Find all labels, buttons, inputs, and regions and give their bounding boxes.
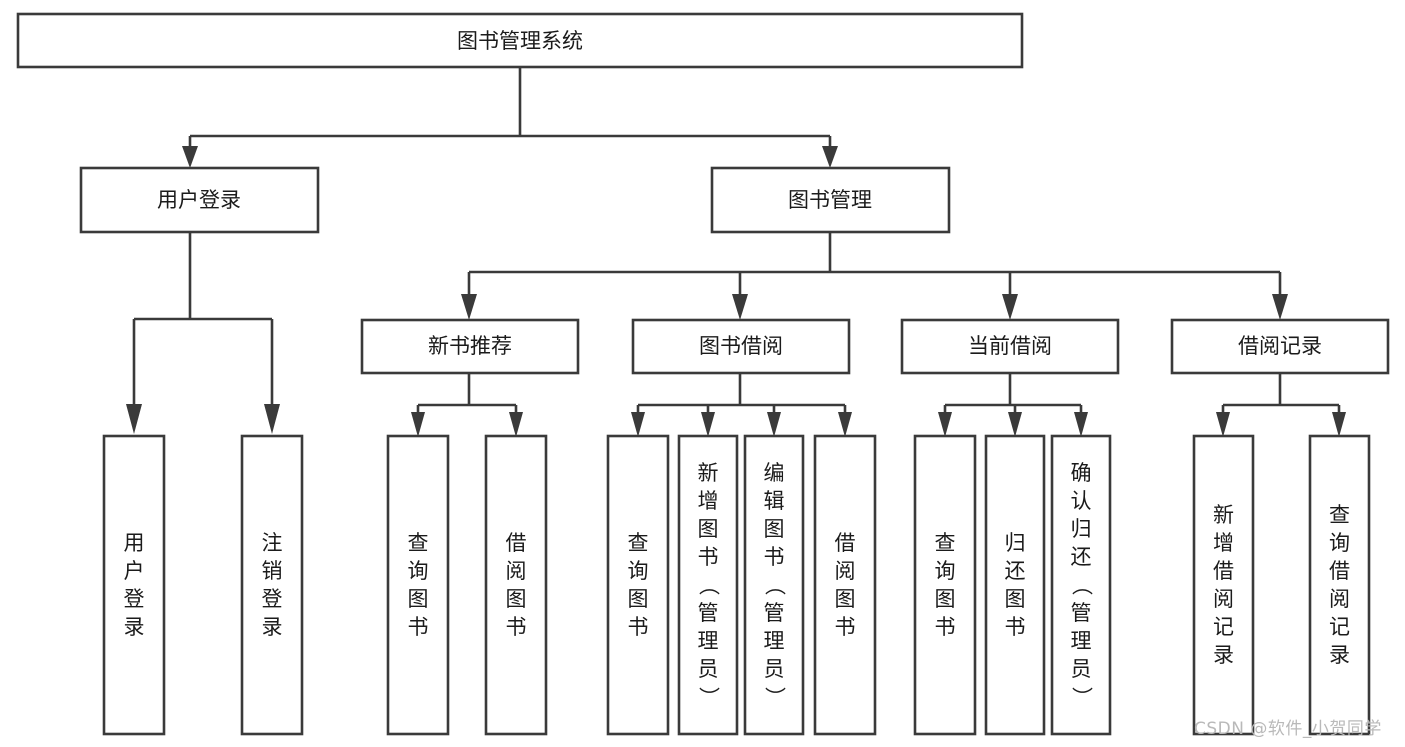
leaf-query-book-2-box[interactable] — [606, 434, 670, 736]
leaf-borrow-book-2-box[interactable] — [813, 434, 877, 736]
node-book-management-label: 图书管理 — [788, 188, 872, 212]
leaf-user-login-box[interactable] — [102, 434, 166, 736]
leaf-confirm-return-admin-box[interactable] — [1050, 434, 1112, 736]
node-current-borrow-label: 当前借阅 — [968, 334, 1052, 358]
leaf-add-borrow-record-box[interactable] — [1192, 434, 1255, 736]
node-book-management[interactable]: 图书管理 — [710, 166, 951, 234]
leaf-query-book-1-box[interactable] — [386, 434, 450, 736]
arrow-head-leaf-add-book-admin — [701, 412, 715, 437]
node-borrow-record[interactable]: 借阅记录 — [1170, 318, 1390, 375]
arrow-head-leaf-borrow-book-1 — [509, 412, 523, 437]
arrow-head-leaf-query-book-2 — [631, 412, 645, 437]
arrow-head-leaf-user-login — [126, 404, 142, 434]
node-root-label: 图书管理系统 — [457, 29, 583, 53]
arrow-head-user-login — [182, 146, 198, 168]
leaf-borrow-book-1-box[interactable] — [484, 434, 548, 736]
arrow-head-leaf-edit-book-admin — [767, 412, 781, 437]
arrow-head-leaf-add-borrow-record — [1216, 412, 1230, 437]
leaf-layer — [102, 434, 1371, 736]
node-current-borrow-box[interactable] — [900, 318, 1120, 375]
leaf-user-logout-box[interactable] — [240, 434, 304, 736]
arrow-head-leaf-borrow-book-2 — [838, 412, 852, 437]
arrow-head-leaf-return-book — [1008, 412, 1022, 437]
node-new-book-recommend[interactable]: 新书推荐 — [360, 318, 580, 375]
node-new-book-recommend-label: 新书推荐 — [428, 334, 512, 358]
arrow-head-current-borrow — [1002, 294, 1018, 320]
node-root-box[interactable] — [16, 12, 1024, 69]
arrow-head-new-book-recommend — [461, 294, 477, 320]
leaf-query-borrow-record-box[interactable] — [1308, 434, 1371, 736]
leaf-return-book-box[interactable] — [984, 434, 1046, 736]
arrow-head-leaf-query-book-1 — [411, 412, 425, 437]
arrow-head-leaf-user-logout — [264, 404, 280, 434]
connector-layer — [126, 67, 1346, 437]
arrow-head-book-borrow — [732, 294, 748, 320]
node-root[interactable]: 图书管理系统 — [16, 12, 1024, 69]
node-user-login[interactable]: 用户登录 — [79, 166, 320, 234]
arrow-head-leaf-query-book-3 — [938, 412, 952, 437]
arrow-head-book-management — [822, 146, 838, 168]
node-current-borrow[interactable]: 当前借阅 — [900, 318, 1120, 375]
arrow-head-leaf-query-borrow-record — [1332, 412, 1346, 437]
node-book-borrow-box[interactable] — [631, 318, 851, 375]
arrow-head-borrow-record — [1272, 294, 1288, 320]
node-user-login-label: 用户登录 — [157, 188, 241, 212]
node-book-borrow[interactable]: 图书借阅 — [631, 318, 851, 375]
leaf-edit-book-admin-box[interactable] — [743, 434, 805, 736]
node-borrow-record-box[interactable] — [1170, 318, 1390, 375]
node-user-login-box[interactable] — [79, 166, 320, 234]
leaf-query-book-3-box[interactable] — [913, 434, 977, 736]
node-book-management-box[interactable] — [710, 166, 951, 234]
node-new-book-recommend-box[interactable] — [360, 318, 580, 375]
arrow-head-leaf-confirm-return-admin — [1074, 412, 1088, 437]
node-book-borrow-label: 图书借阅 — [699, 334, 783, 358]
node-borrow-record-label: 借阅记录 — [1238, 334, 1322, 358]
leaf-add-book-admin-box[interactable] — [677, 434, 739, 736]
